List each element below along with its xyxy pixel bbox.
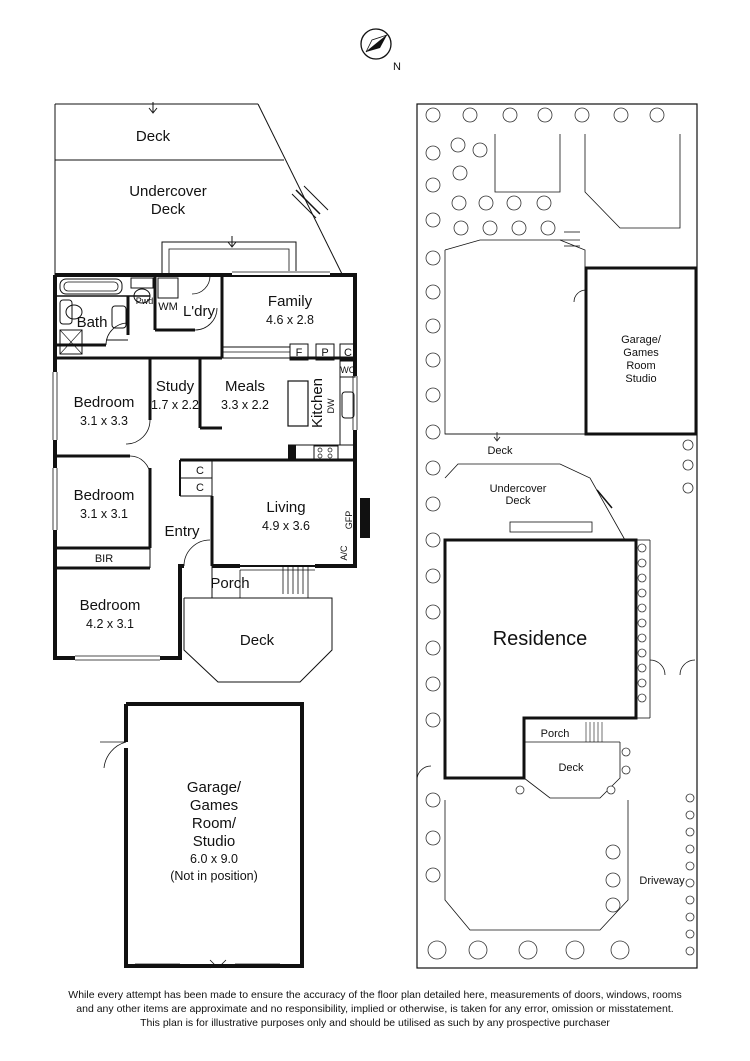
site-garage-line-2: Games: [623, 347, 659, 359]
site-garage-line-3: Room: [626, 360, 655, 372]
deck-front-label: Deck: [240, 632, 275, 649]
disclaimer-line-2: and any other items are approximate and …: [76, 1003, 674, 1015]
washing-machine-label: WM: [158, 301, 178, 313]
family-label: Family: [268, 293, 313, 310]
driveway-label: Driveway: [639, 875, 685, 887]
living-label: Living: [266, 499, 305, 516]
bedroom2-label: Bedroom: [74, 487, 135, 504]
site-front-deck-label: Deck: [558, 762, 584, 774]
disclaimer: While every attempt has been made to ens…: [20, 988, 730, 1030]
garage-line-4: Studio: [193, 833, 236, 850]
laundry-label: L'dry: [183, 303, 216, 320]
site-plan: [416, 103, 698, 969]
study-dim: 1.7 x 2.2: [151, 398, 199, 412]
bedroom1-dim: 3.1 x 3.3: [80, 414, 128, 428]
site-garage-line-4: Studio: [625, 373, 656, 385]
garage-line-3: Room/: [192, 815, 237, 832]
compass-north-label: N: [393, 61, 401, 73]
disclaimer-line-3: This plan is for illustrative purposes o…: [140, 1017, 610, 1029]
garage-dim: 6.0 x 9.0: [190, 852, 238, 866]
bedroom3-label: Bedroom: [80, 597, 141, 614]
main-plan-labels: Deck Undercover Deck Family 4.6 x 2.8 L'…: [74, 128, 356, 649]
undercover-deck-label-2: Deck: [151, 201, 186, 218]
pantry-label: P: [321, 347, 328, 359]
compass: N: [360, 28, 401, 73]
site-plan-labels: Garage/ Games Room Studio Deck Undercove…: [487, 334, 685, 887]
floor-plan: N: [52, 28, 698, 969]
gas-fireplace-label: GFP: [344, 511, 354, 530]
wall-oven-label: WO: [340, 365, 356, 375]
site-deck-label: Deck: [487, 445, 513, 457]
garage-note: (Not in position): [170, 869, 258, 883]
site-undercover-deck-2: Deck: [505, 495, 531, 507]
residence-label: Residence: [493, 628, 588, 650]
linen-cupboard-label-2: C: [196, 482, 204, 494]
fridge-label: F: [296, 347, 303, 359]
meals-dim: 3.3 x 2.2: [221, 398, 269, 412]
cupboard-label: C: [344, 347, 352, 359]
linen-cupboard-label-1: C: [196, 465, 204, 477]
bath-label: Bath: [77, 314, 108, 331]
study-label: Study: [156, 378, 195, 395]
garage-plan: [100, 702, 304, 969]
disclaimer-line-1: While every attempt has been made to ens…: [68, 989, 682, 1001]
family-dim: 4.6 x 2.8: [266, 313, 314, 327]
garage-line-2: Games: [190, 797, 238, 814]
bedroom2-dim: 3.1 x 3.1: [80, 507, 128, 521]
site-garage-line-1: Garage/: [621, 334, 662, 346]
kitchen-label: Kitchen: [309, 378, 326, 428]
entry-label: Entry: [164, 523, 200, 540]
garage-line-1: Garage/: [187, 779, 242, 796]
air-con-label: A/C: [339, 545, 349, 561]
undercover-deck-label-1: Undercover: [129, 183, 207, 200]
porch-label: Porch: [210, 575, 249, 592]
living-dim: 4.9 x 3.6: [262, 519, 310, 533]
meals-label: Meals: [225, 378, 265, 395]
bedroom1-label: Bedroom: [74, 394, 135, 411]
site-trees: [425, 107, 695, 960]
site-porch-label: Porch: [541, 728, 570, 740]
deck-top-label: Deck: [136, 128, 171, 145]
main-floor-plan: [52, 102, 370, 683]
bedroom3-dim: 4.2 x 3.1: [86, 617, 134, 631]
dishwasher-label: DW: [326, 398, 336, 413]
bir-label: BIR: [95, 553, 113, 565]
powder-label: Pwdr: [136, 296, 157, 306]
site-undercover-deck-1: Undercover: [490, 483, 547, 495]
garage-plan-labels: Garage/ Games Room/ Studio 6.0 x 9.0 (No…: [170, 779, 258, 883]
